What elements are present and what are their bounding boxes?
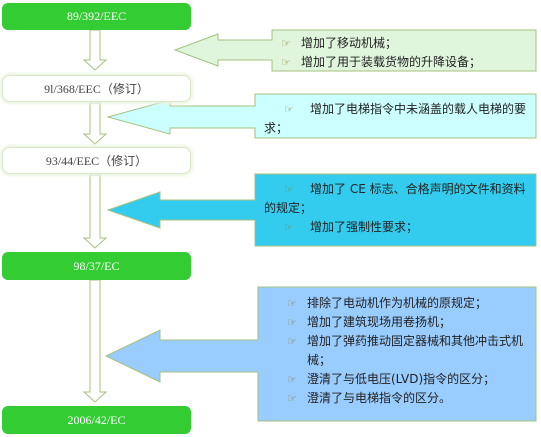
hand-pointer-icon: ☞ [287, 316, 297, 329]
hand-pointer-icon: ☞ [287, 392, 297, 405]
hand-pointer-icon: ☞ [287, 373, 297, 386]
callout-note-2 [106, 93, 537, 139]
hand-pointer-icon: ☞ [281, 37, 291, 50]
list-item: ☞ 澄清了与电梯指令的区分。 [267, 389, 530, 408]
timeline-node-label: 9l/368/EEC（修订） [44, 82, 149, 96]
down-arrow-3 [82, 174, 108, 249]
down-arrow-2 [82, 102, 108, 145]
list-item: ☞ 增加了建筑现场用卷扬机； [267, 313, 530, 332]
timeline-node-89-392-eec: 89/392/EEC [2, 3, 191, 30]
timeline-node-2006-42-ec: 2006/42/EC [2, 406, 191, 434]
callout-note-3 [106, 173, 537, 247]
timeline-node-label: 98/37/EC [73, 258, 120, 273]
list-item: ☞增加了 CE 标志、合格声明的文件和资料的规定； [264, 182, 526, 215]
timeline-node-label: 93/44/EEC（修订） [45, 154, 148, 168]
list-item: ☞ 增加了弹药推动固定器械和其他冲击式机械； [267, 332, 530, 370]
timeline-node-98-37-ec: 98/37/EC [2, 252, 191, 280]
hand-pointer-icon: ☞ [284, 103, 294, 116]
list-item: ☞增加了强制性要求； [264, 218, 530, 237]
down-arrow-1 [82, 29, 108, 71]
list-item: ☞ 澄清了与低电压(LVD)指令的区分； [267, 370, 530, 389]
timeline-node-91-368-eec: 9l/368/EEC（修订） [2, 75, 191, 102]
list-item: ☞增加了电梯指令中未涵盖的载人电梯的要求； [264, 102, 527, 135]
list-item: ☞ 排除了电动机作为机械的原规定； [267, 294, 530, 313]
callout-note-4 [104, 286, 537, 422]
hand-pointer-icon: ☞ [284, 221, 294, 234]
hand-pointer-icon: ☞ [281, 56, 291, 69]
note-2-text: ☞增加了电梯指令中未涵盖的载人电梯的要求； [256, 96, 536, 138]
timeline-node-label: 89/392/EEC [66, 9, 127, 23]
hand-pointer-icon: ☞ [284, 183, 294, 196]
down-arrow-4 [82, 279, 108, 403]
hand-pointer-icon: ☞ [287, 335, 297, 348]
callout-note-1 [173, 29, 537, 72]
timeline-node-label: 2006/42/EC [67, 412, 126, 427]
note-4-text: ☞ 排除了电动机作为机械的原规定； ☞ 增加了建筑现场用卷扬机； ☞ 增加了弹药… [259, 290, 536, 421]
list-item: ☞ 增加了用于装载货物的升降设备； [281, 53, 530, 72]
timeline-node-93-44-eec: 93/44/EEC（修订） [2, 147, 191, 174]
hand-pointer-icon: ☞ [287, 297, 297, 310]
list-item: ☞ 增加了移动机械； [281, 34, 530, 53]
note-1-text: ☞ 增加了移动机械； ☞ 增加了用于装载货物的升降设备； [273, 30, 536, 71]
note-3-text: ☞增加了 CE 标志、合格声明的文件和资料的规定； ☞增加了强制性要求； [256, 176, 536, 246]
